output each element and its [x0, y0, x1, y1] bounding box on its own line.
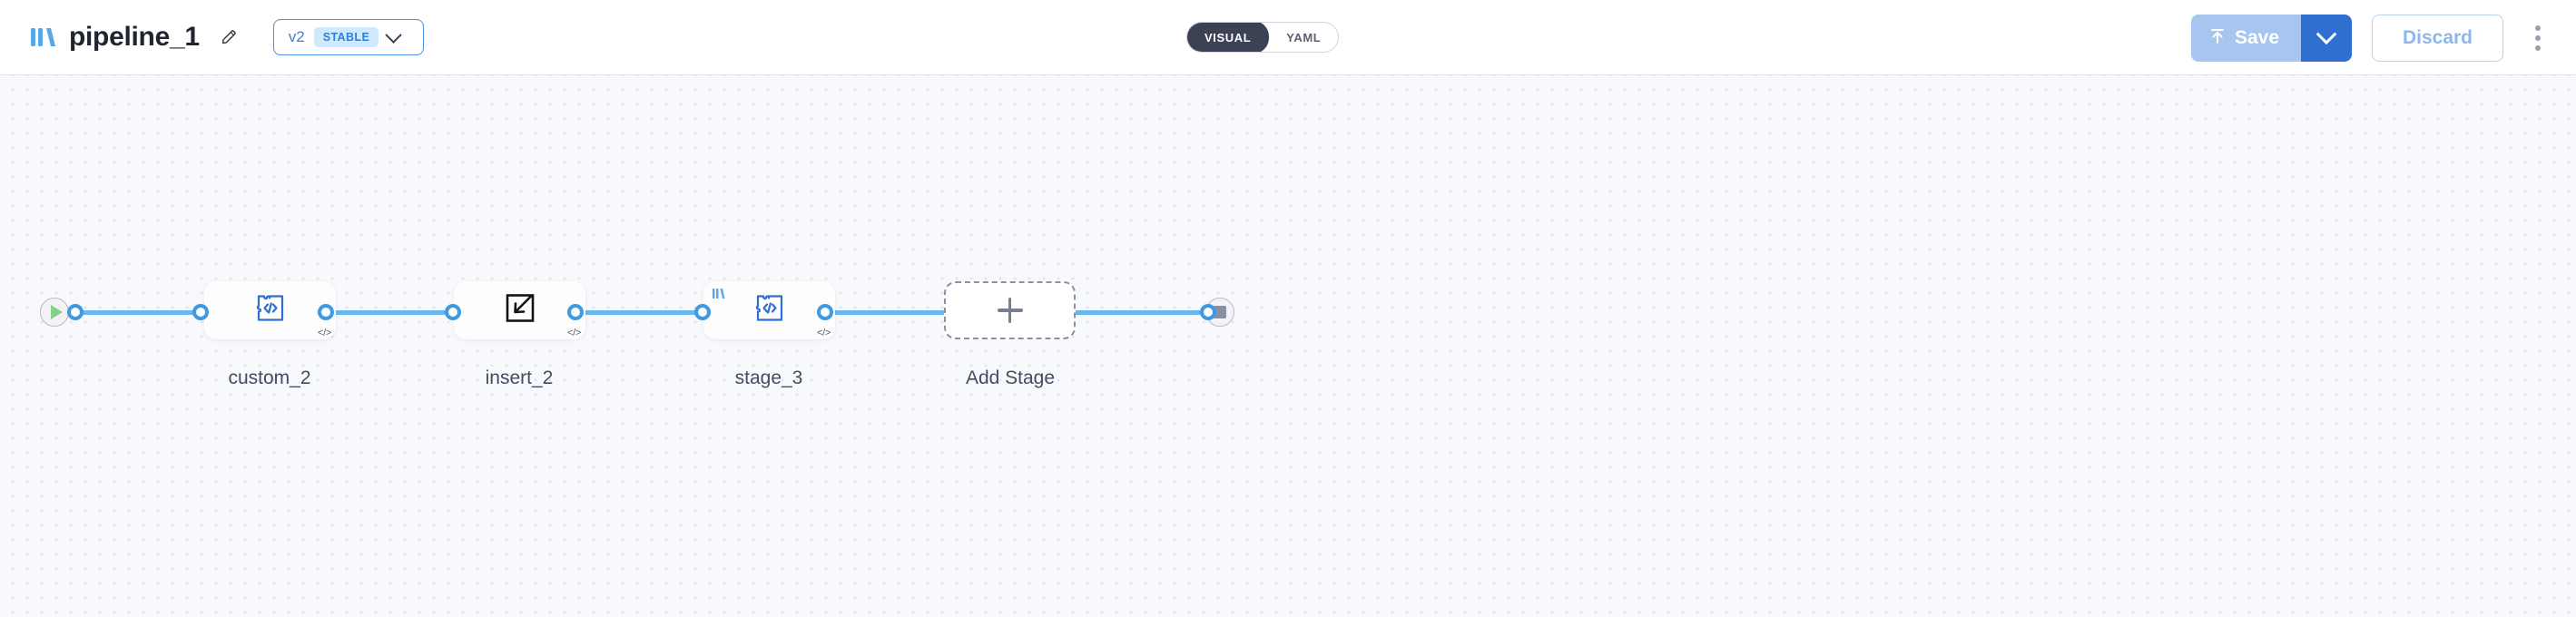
port-custom2-in[interactable] [192, 304, 209, 320]
app-header: pipeline_1 v2 STABLE VISUAL YAML [0, 0, 2576, 75]
status-badge: STABLE [313, 26, 379, 48]
upload-arrow-icon [2209, 27, 2226, 49]
stop-icon [1214, 306, 1226, 318]
pencil-icon[interactable] [212, 21, 245, 54]
port-stage3-in[interactable] [694, 304, 711, 320]
stage-label-stage-3: stage_3 [734, 367, 803, 388]
kebab-dot [2535, 44, 2541, 51]
more-vertical-icon[interactable] [2520, 16, 2556, 60]
port-start-out[interactable] [67, 304, 84, 320]
insert-arrow-icon [504, 292, 536, 329]
stage-node-stage-3[interactable]: </> [703, 281, 835, 339]
tab-yaml[interactable]: YAML [1286, 30, 1322, 44]
stage-node-custom-2[interactable]: </> [204, 281, 336, 339]
code-badge: </> [816, 328, 831, 338]
add-stage-label: Add Stage [965, 367, 1056, 388]
edge-addstage-to-end [1071, 310, 1207, 315]
port-end-in[interactable] [1200, 304, 1216, 320]
pipeline-logo-icon [29, 24, 58, 51]
header-actions-group: Save Discard [2190, 0, 2556, 75]
stage-node-insert-2[interactable]: </> [454, 281, 585, 339]
add-stage-button[interactable] [944, 281, 1076, 339]
chevron-down-icon [385, 25, 402, 44]
save-dropdown-button[interactable] [2301, 14, 2352, 62]
save-button-label: Save [2234, 27, 2279, 48]
stage-label-custom-2: custom_2 [228, 367, 311, 388]
code-badge: </> [317, 328, 331, 338]
discard-button[interactable]: Discard [2372, 14, 2503, 62]
kebab-dot [2535, 24, 2541, 31]
puzzle-code-icon [753, 293, 786, 328]
save-button[interactable]: Save [2190, 14, 2301, 62]
pipeline-canvas[interactable]: </> custom_2 </> insert_2 [0, 75, 2576, 617]
start-node[interactable] [40, 298, 69, 327]
port-stage3-out[interactable] [817, 304, 833, 320]
page-title: pipeline_1 [69, 22, 200, 52]
kebab-dot [2535, 34, 2541, 41]
header-left-group: pipeline_1 v2 STABLE [29, 19, 424, 55]
play-icon [50, 305, 63, 319]
chevron-down-icon [2315, 23, 2337, 44]
stage-label-insert-2: insert_2 [485, 367, 554, 388]
edge-stage3-to-addstage [821, 310, 956, 315]
plus-icon [997, 298, 1023, 323]
edge-custom2-to-insert2 [322, 310, 458, 315]
pipeline-logo-icon [712, 287, 726, 300]
port-insert2-out[interactable] [567, 304, 584, 320]
view-mode-toggle[interactable]: VISUAL YAML [1186, 22, 1340, 53]
code-badge: </> [566, 328, 581, 338]
edge-start-to-custom2 [71, 310, 207, 315]
edge-insert2-to-stage3 [570, 310, 706, 315]
save-button-group: Save [2190, 14, 2352, 62]
version-selector[interactable]: v2 STABLE [272, 19, 424, 55]
port-insert2-in[interactable] [445, 304, 461, 320]
port-custom2-out[interactable] [318, 304, 334, 320]
puzzle-code-icon [254, 293, 287, 328]
version-label: v2 [288, 28, 305, 45]
tab-visual[interactable]: VISUAL [1187, 23, 1270, 52]
